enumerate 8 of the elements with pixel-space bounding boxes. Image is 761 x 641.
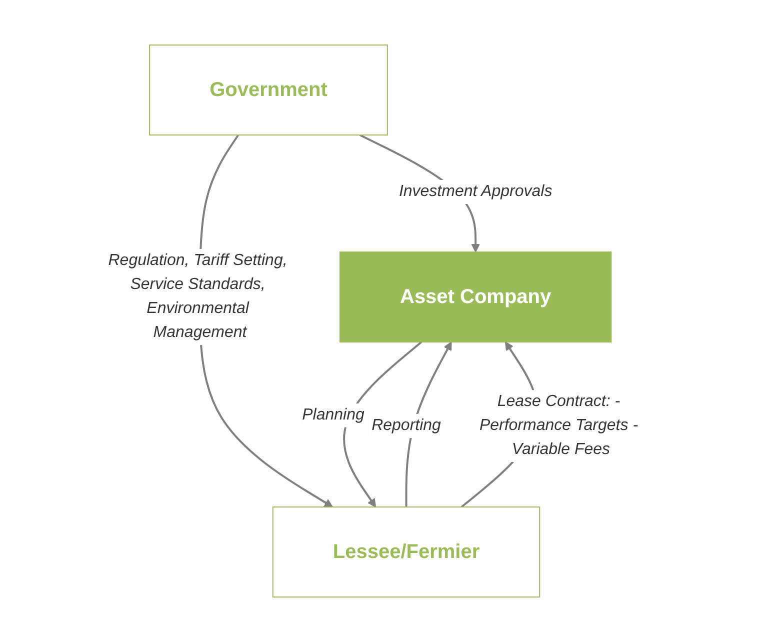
node-box: Government bbox=[149, 44, 388, 135]
edge-label: Investment Approvals bbox=[398, 182, 552, 200]
edge-label: Lease Contract: - Performance Targets - Variable Fees bbox=[479, 392, 638, 458]
edge-label: Reporting bbox=[372, 416, 441, 434]
node-box: Asset Company bbox=[340, 251, 612, 342]
edge-label: Regulation, Tariff Setting, Service Standards, Environmental Management bbox=[108, 251, 288, 340]
edge-label: Planning bbox=[302, 406, 364, 423]
node-box: Lessee/Fermier bbox=[272, 506, 540, 597]
